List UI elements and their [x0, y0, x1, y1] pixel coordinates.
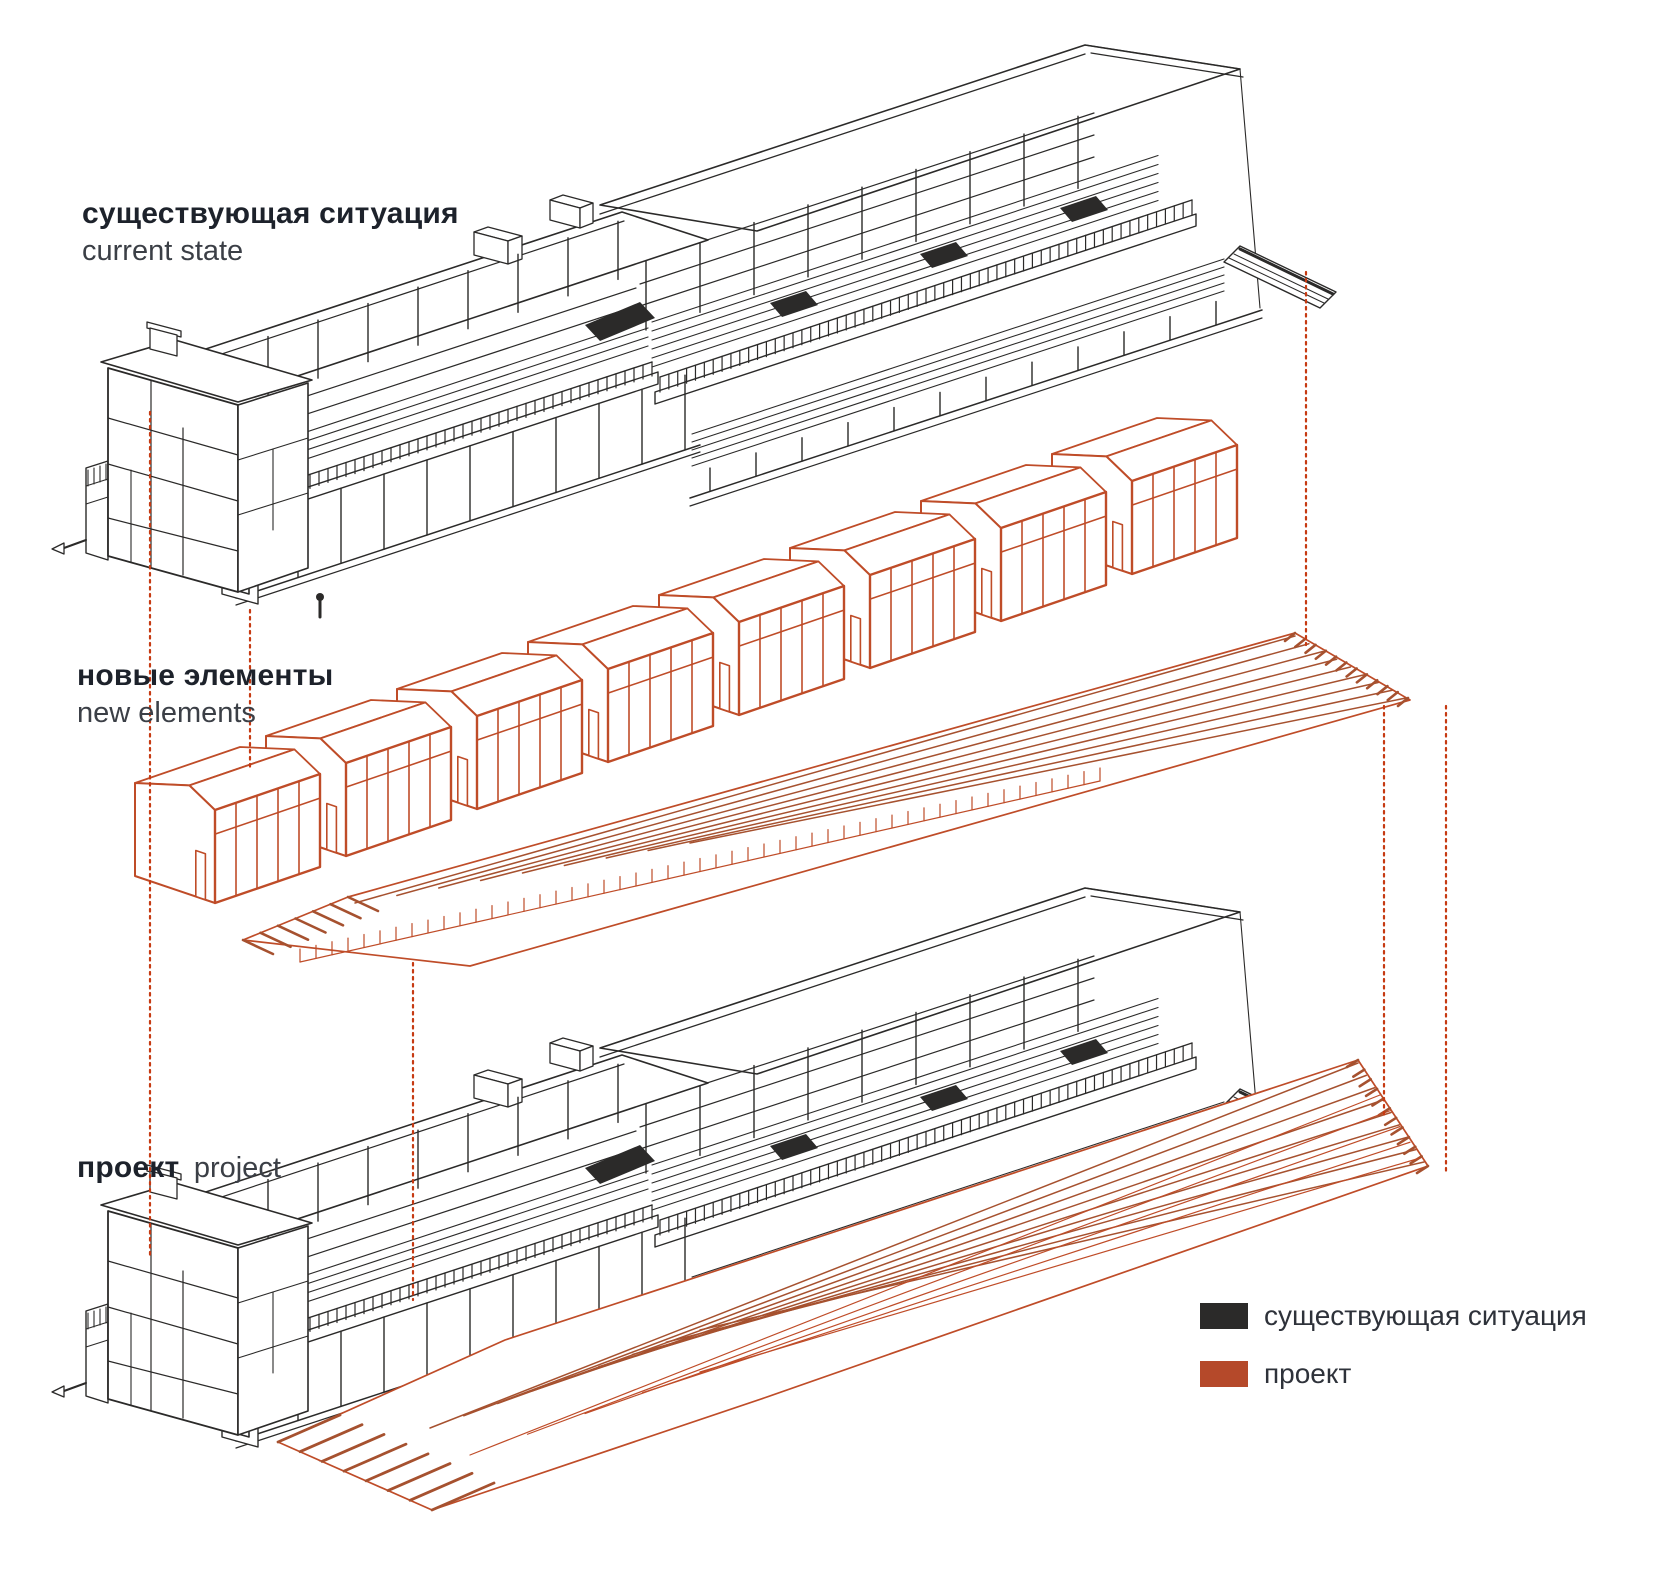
label-new-elements-title: новые элементы — [77, 659, 334, 692]
leader-lines — [148, 270, 1448, 1302]
legend-item-existing: существующая ситуация — [1200, 1300, 1587, 1332]
legend-swatch-project — [1200, 1361, 1248, 1387]
axonometric-project — [51, 887, 1430, 1512]
label-new-elements-subtitle: new elements — [77, 697, 256, 730]
label-project: проект project — [77, 1150, 281, 1185]
axonometric-new-elements — [134, 417, 1411, 967]
axonometric-current-state — [51, 44, 1337, 619]
legend-swatch-existing — [1200, 1303, 1248, 1329]
label-current-state-title: существующая ситуация — [82, 197, 459, 230]
label-current-state-subtitle: current state — [82, 235, 244, 268]
legend-label-existing: существующая ситуация — [1264, 1300, 1587, 1331]
legend-item-project: проект — [1200, 1358, 1587, 1390]
label-new-elements: новые элементы new elements — [77, 658, 333, 731]
label-current-state: существующая ситуация current state — [82, 196, 459, 269]
label-project-title: проект — [77, 1151, 180, 1184]
legend-label-project: проект — [1264, 1358, 1352, 1389]
label-project-subtitle: project — [193, 1152, 281, 1184]
legend: существующая ситуация проект — [1200, 1300, 1587, 1416]
